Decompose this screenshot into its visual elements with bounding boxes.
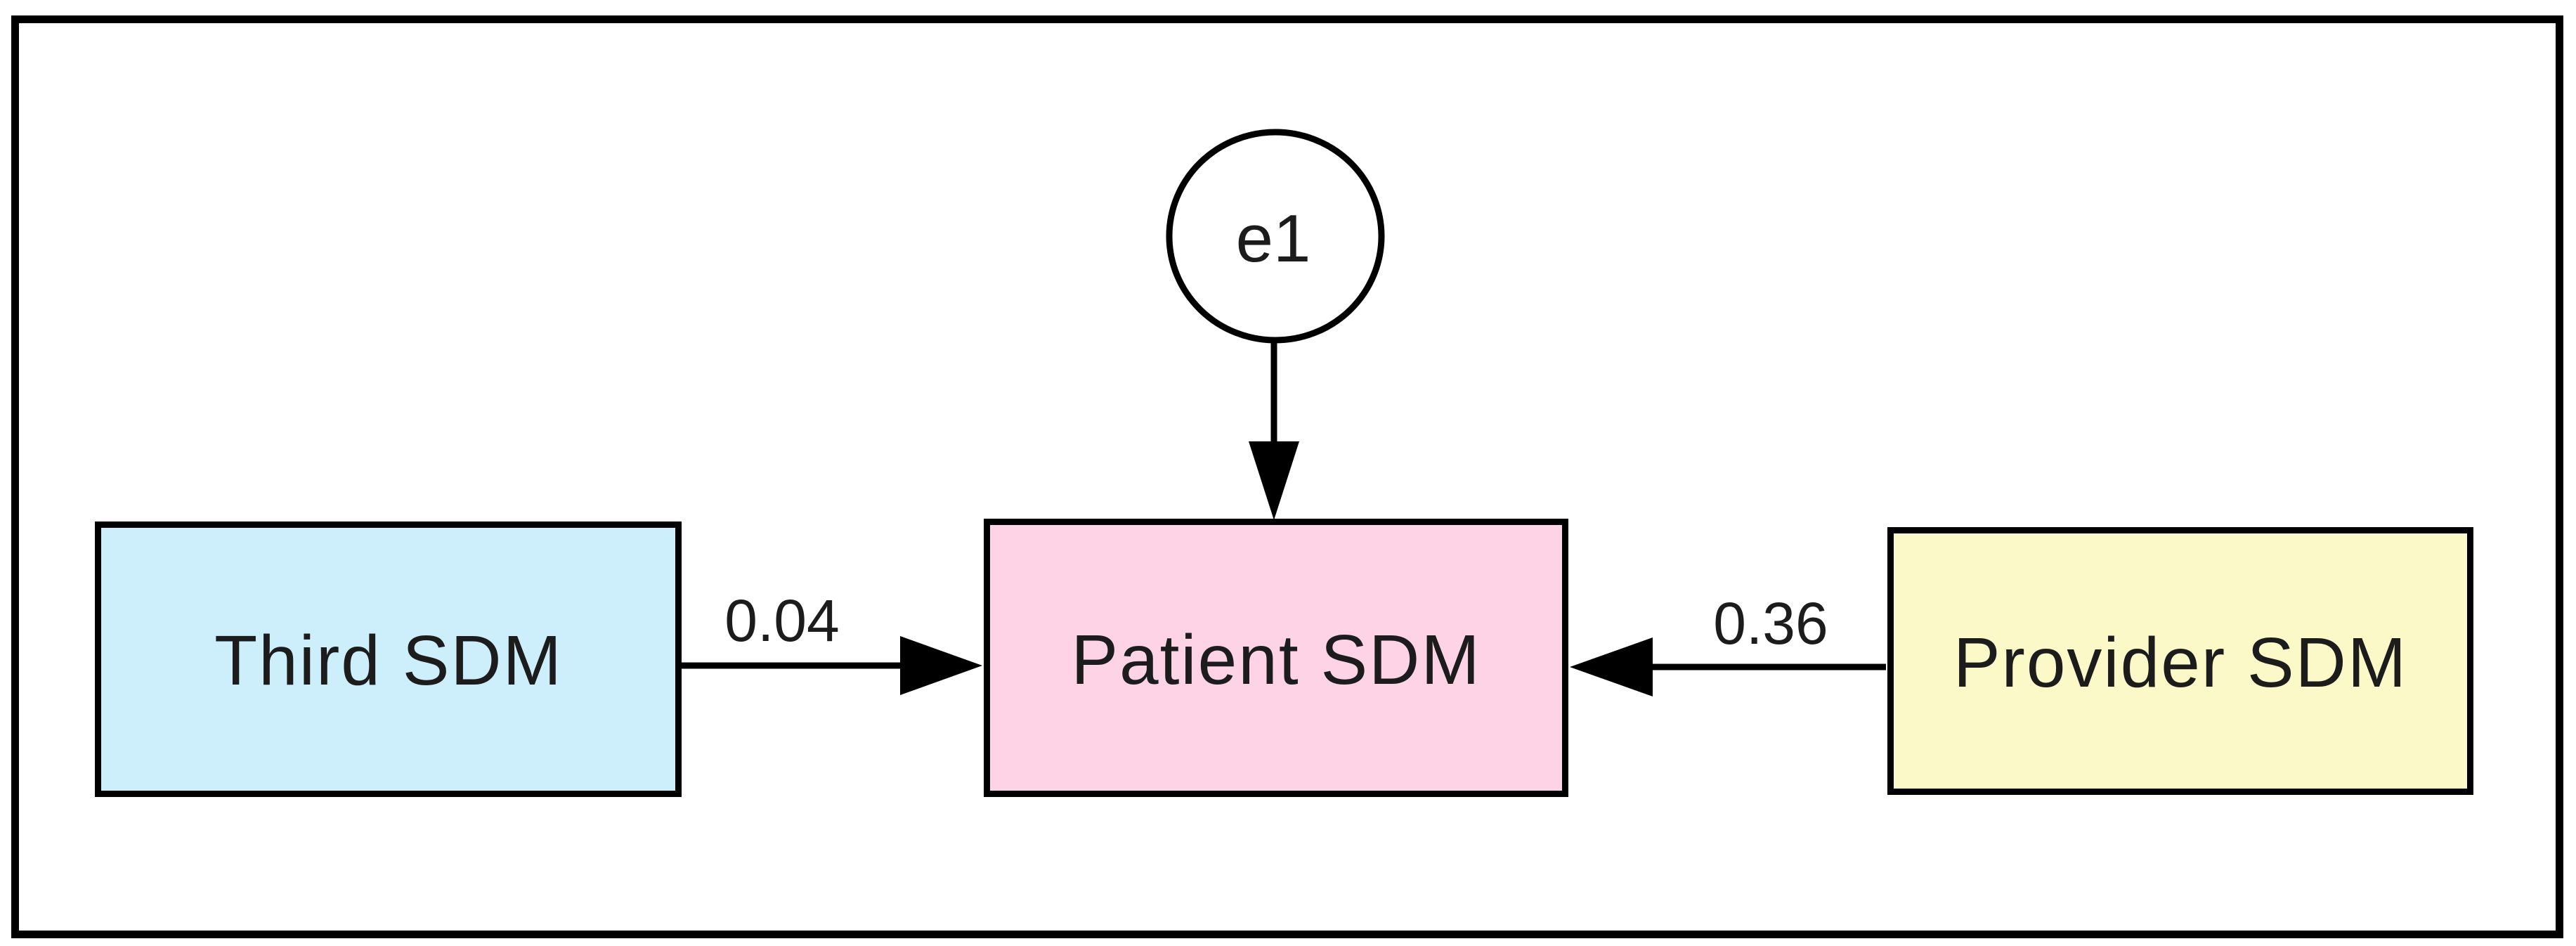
error-term-e1-circle xyxy=(1166,129,1385,344)
error-term-e1-label: e1 xyxy=(1236,201,1311,276)
coefficient-provider-to-patient: 0.36 xyxy=(1713,590,1828,656)
coefficient-third-to-patient: 0.04 xyxy=(724,588,840,654)
provider-sdm-box xyxy=(1887,527,2473,795)
patient-sdm-label: Patient SDM xyxy=(1071,621,1481,699)
patient-sdm-box xyxy=(984,519,1568,797)
third-sdm-box xyxy=(95,521,682,797)
e1-to-patient-arrowhead-icon xyxy=(1249,441,1299,520)
provider-sdm-label: Provider SDM xyxy=(1953,623,2407,702)
third-to-patient-arrowhead-icon xyxy=(900,636,982,695)
third-sdm-label: Third SDM xyxy=(214,621,563,700)
provider-to-patient-arrowhead-icon xyxy=(1570,637,1653,696)
